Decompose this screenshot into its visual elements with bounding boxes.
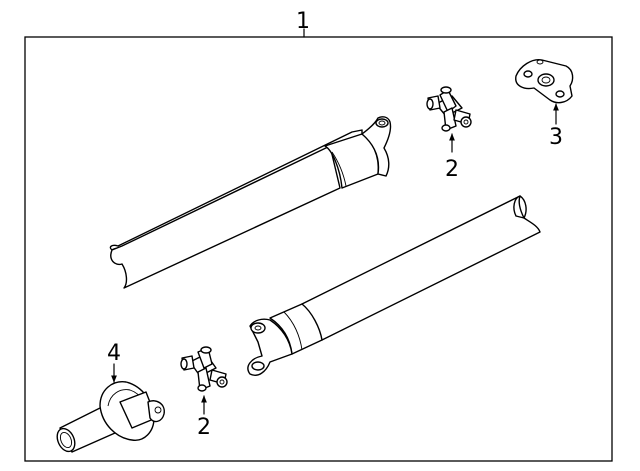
diagram-frame: [24, 36, 613, 462]
callout-label-4: 4: [107, 341, 121, 366]
rear-shaft-tube: [247, 195, 541, 376]
front-shaft-tube: [109, 116, 392, 289]
flange-yoke-icon: [515, 59, 574, 104]
callout-label-1: 1: [296, 9, 310, 34]
ujoint-lower-icon: [180, 346, 228, 392]
slip-yoke-icon: [56, 381, 165, 453]
callout-label-2a: 2: [445, 157, 459, 182]
callout-label-3: 3: [549, 125, 563, 150]
ujoint-upper-icon: [426, 86, 472, 132]
callout-label-2b: 2: [197, 415, 211, 440]
